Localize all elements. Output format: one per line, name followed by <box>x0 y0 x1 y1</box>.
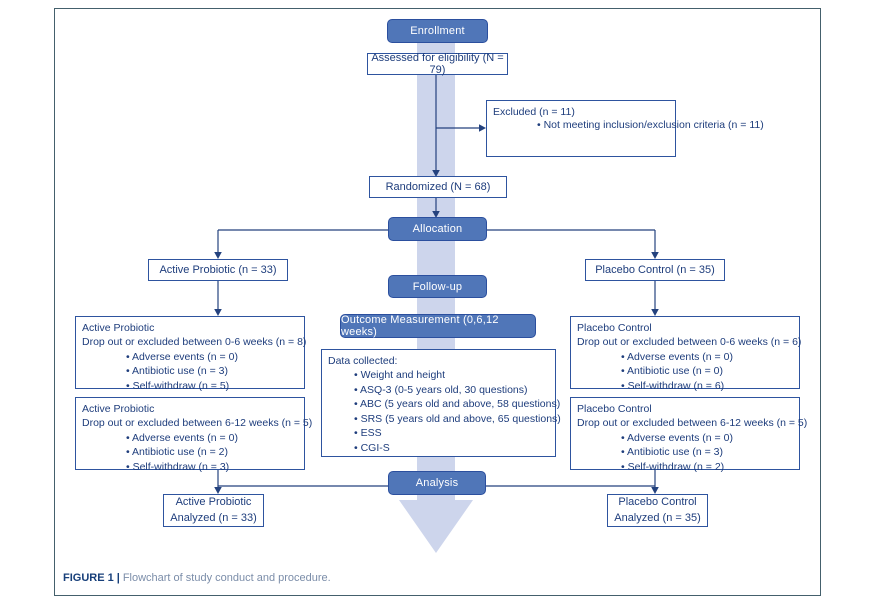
right-analyzed-line1: Placebo Control <box>618 495 697 508</box>
arrowhead-randomized <box>432 170 440 177</box>
box-left-arm-text: Active Probiotic (n = 33) <box>159 264 277 276</box>
dropout-title: Active Probiotic <box>82 322 155 334</box>
stage-enrollment: Enrollment <box>387 19 488 43</box>
figure-caption: FIGURE 1|Flowchart of study conduct and … <box>63 572 331 584</box>
arrowhead-right-analyzed <box>651 487 659 494</box>
dropout-item: Self-withdraw (n = 6) <box>577 379 793 393</box>
arrowhead-left-analyzed <box>214 487 222 494</box>
stage-analysis: Analysis <box>388 471 486 495</box>
arrowhead-right-dropout <box>651 309 659 316</box>
left-analyzed-line2: Analyzed (n = 33) <box>170 511 257 524</box>
figure-caption-separator: | <box>116 572 120 584</box>
box-left-dropout-0-6: Active Probiotic Drop out or excluded be… <box>75 316 307 392</box>
dropout-item: Antibiotic use (n = 3) <box>577 445 793 459</box>
data-collected-item: ASQ-3 (0-5 years old, 30 questions) <box>328 383 549 397</box>
box-right-dropout-0-6: Placebo Control Drop out or excluded bet… <box>570 316 802 392</box>
dropout-subtitle: Drop out or excluded between 0-6 weeks (… <box>577 336 802 349</box>
dropout-item: Adverse events (n = 0) <box>82 431 298 445</box>
excluded-title: Excluded (n = 11) <box>493 106 575 118</box>
stage-allocation-label: Allocation <box>412 223 463 235</box>
dropout-title: Active Probiotic <box>82 403 155 415</box>
figure-caption-text: Flowchart of study conduct and procedure… <box>122 572 331 584</box>
stage-followup-label: Follow-up <box>412 280 463 293</box>
data-collected-item: ESS <box>328 426 549 440</box>
arrowhead-left-arm <box>214 252 222 259</box>
data-collected-title: Data collected: <box>328 355 398 367</box>
dropout-subtitle: Drop out or excluded between 6-12 weeks … <box>82 417 313 430</box>
box-right-arm-text: Placebo Control (n = 35) <box>595 264 715 276</box>
dropout-item: Self-withdraw (n = 3) <box>82 460 298 474</box>
data-collected-item: ABC (5 years old and above, 58 questions… <box>328 397 560 411</box>
box-randomized: Randomized (N = 68) <box>369 176 507 198</box>
box-left-arm: Active Probiotic (n = 33) <box>148 259 288 281</box>
box-left-dropout-6-12: Active Probiotic Drop out or excluded be… <box>75 397 313 473</box>
box-right-arm: Placebo Control (n = 35) <box>585 259 725 281</box>
box-data-collected: Data collected: Weight and height ASQ-3 … <box>321 349 561 457</box>
dropout-title: Placebo Control <box>577 403 652 415</box>
box-randomized-text: Randomized (N = 68) <box>385 181 491 193</box>
stage-followup: Follow-up <box>388 275 487 298</box>
figure-caption-label: FIGURE 1 <box>63 572 114 584</box>
box-right-analyzed: Placebo Control Analyzed (n = 35) <box>607 494 708 527</box>
dropout-item: Self-withdraw (n = 2) <box>577 460 793 474</box>
dropout-item: Antibiotic use (n = 2) <box>82 445 298 459</box>
box-left-analyzed: Active Probiotic Analyzed (n = 33) <box>163 494 264 527</box>
arrowhead-right-arm <box>651 252 659 259</box>
arrowhead-left-dropout <box>214 309 222 316</box>
box-excluded: Excluded (n = 11) Not meeting inclusion/… <box>486 100 764 157</box>
box-assessed-text: Assessed for eligibility (N = 79) <box>371 52 504 76</box>
dropout-title: Placebo Control <box>577 322 652 334</box>
stage-allocation: Allocation <box>388 217 487 241</box>
stage-analysis-label: Analysis <box>415 477 459 489</box>
dropout-subtitle: Drop out or excluded between 6-12 weeks … <box>577 417 808 430</box>
dropout-item: Adverse events (n = 0) <box>577 431 793 445</box>
dropout-item: Antibiotic use (n = 3) <box>82 364 298 378</box>
right-analyzed-line2: Analyzed (n = 35) <box>614 511 701 524</box>
arrowhead-allocation <box>432 211 440 218</box>
excluded-reason: Not meeting inclusion/exclusion criteria… <box>493 119 764 133</box>
data-collected-item: Weight and height <box>328 368 549 382</box>
box-right-dropout-6-12: Placebo Control Drop out or excluded bet… <box>570 397 808 473</box>
dropout-item: Adverse events (n = 0) <box>577 350 793 364</box>
data-collected-item: CGI-S <box>328 441 549 455</box>
dropout-item: Adverse events (n = 0) <box>82 350 298 364</box>
box-assessed: Assessed for eligibility (N = 79) <box>367 52 508 76</box>
dropout-subtitle: Drop out or excluded between 0-6 weeks (… <box>82 336 307 349</box>
dropout-item: Antibiotic use (n = 0) <box>577 364 793 378</box>
stage-enrollment-label: Enrollment <box>410 25 465 37</box>
stage-outcome-measurement: Outcome Measurement (0,6,12 weeks) <box>340 314 536 338</box>
stage-outcome-label: Outcome Measurement (0,6,12 weeks) <box>341 314 499 338</box>
left-analyzed-line1: Active Probiotic <box>175 495 252 508</box>
dropout-item: Self-withdraw (n = 5) <box>82 379 298 393</box>
arrowhead-excluded <box>479 124 486 132</box>
data-collected-item: SRS (5 years old and above, 65 questions… <box>328 412 561 426</box>
